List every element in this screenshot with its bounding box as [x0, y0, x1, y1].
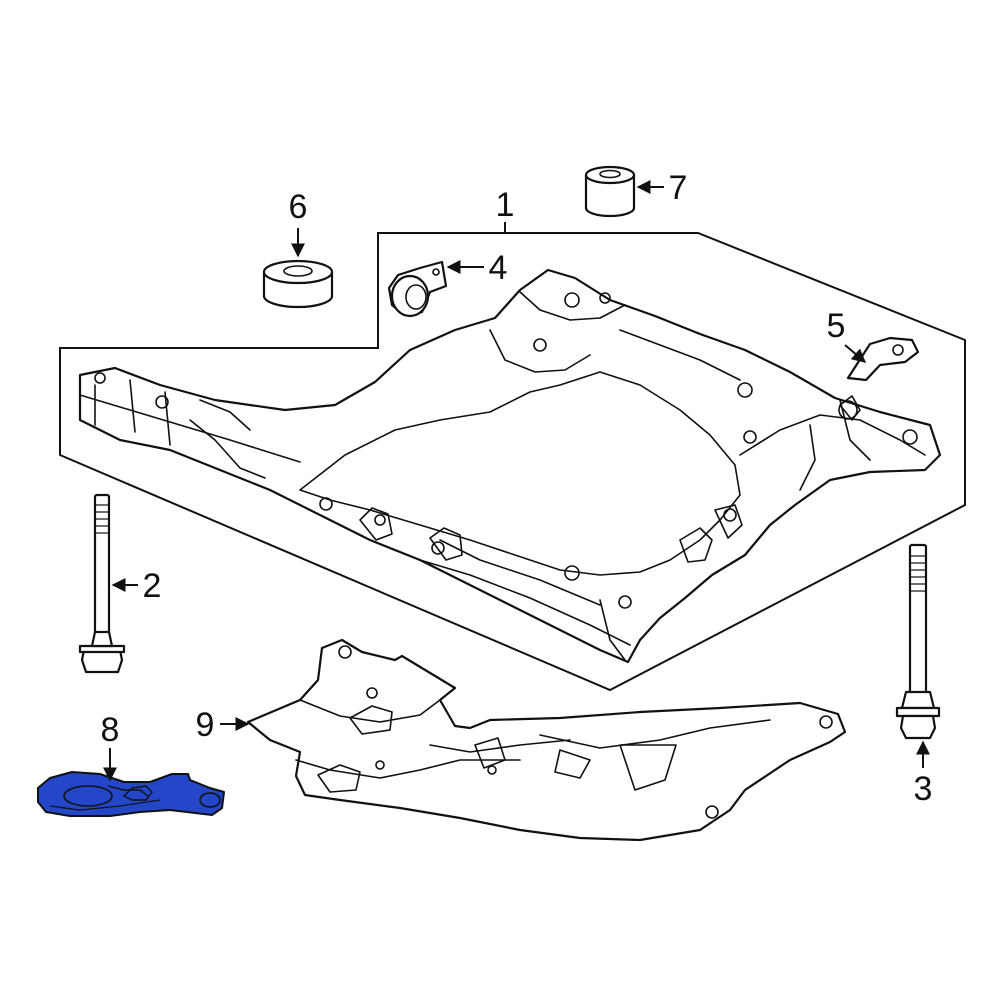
splash-shield-part-9[interactable] [246, 638, 847, 842]
callout-4: 4 [489, 249, 508, 287]
callout-6: 6 [289, 188, 308, 226]
bushing-bracket-part-4[interactable] [387, 260, 448, 318]
bracket-plate-part-5[interactable] [846, 336, 920, 382]
callout-labels: 1 2 3 4 5 6 7 8 9 [101, 169, 933, 808]
callout-1: 1 [496, 186, 515, 224]
subframe-part-1[interactable] [78, 268, 942, 664]
callout-2: 2 [143, 567, 162, 605]
bolt-part-2[interactable] [78, 493, 126, 674]
callout-3: 3 [914, 770, 933, 808]
leader-lines [103, 180, 930, 782]
callout-7: 7 [669, 169, 688, 207]
bolt-part-3[interactable] [895, 543, 941, 740]
callout-5: 5 [827, 307, 846, 345]
callout-9: 9 [196, 706, 215, 744]
bracket-part-8-highlighted[interactable] [37, 771, 225, 817]
callout-8: 8 [101, 711, 120, 749]
assembly-boundary [59, 232, 966, 692]
mount-bushing-part-7[interactable] [584, 165, 636, 218]
mount-bushing-part-6[interactable] [262, 259, 334, 309]
